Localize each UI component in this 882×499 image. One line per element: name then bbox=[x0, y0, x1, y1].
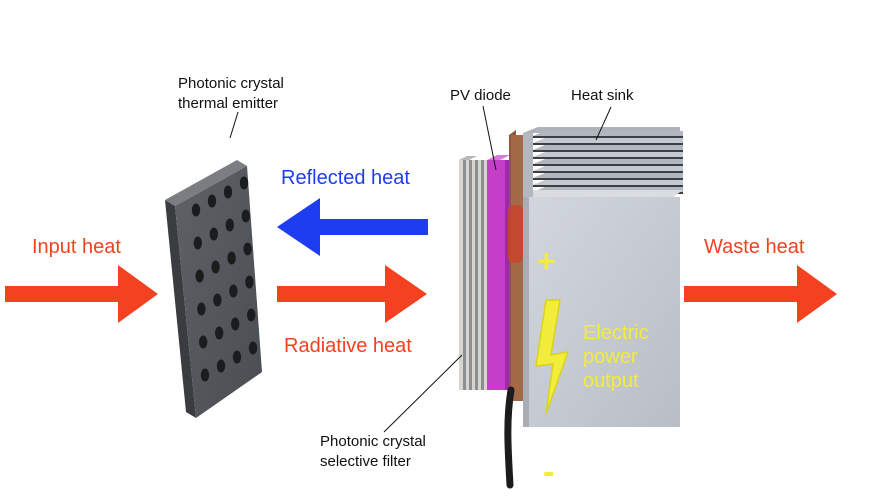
heat-sink-fin bbox=[533, 145, 683, 150]
emitter-hole bbox=[245, 275, 254, 289]
emitter-hole bbox=[193, 236, 202, 250]
emitter-hole bbox=[197, 302, 206, 316]
heat-sink-fins bbox=[533, 131, 683, 194]
emitter-hole bbox=[232, 350, 242, 364]
selective-filter bbox=[459, 156, 487, 390]
heat-sink-fin bbox=[533, 152, 683, 157]
radiative-heat-label: Radiative heat bbox=[284, 335, 412, 357]
emitter-hole bbox=[207, 194, 217, 208]
emitter-hole bbox=[195, 269, 204, 283]
emitter-hole bbox=[225, 218, 234, 232]
heat-sink-fin bbox=[533, 159, 683, 164]
emitter-label-line-1: Photonic crystal bbox=[178, 75, 284, 92]
emitter-hole bbox=[248, 341, 258, 355]
thermal-emitter bbox=[165, 160, 262, 418]
emitter-label-line-2: thermal emitter bbox=[178, 95, 279, 112]
leader-lines bbox=[229, 105, 612, 433]
emitter-holes bbox=[191, 176, 258, 382]
electric-output-label: Electric power output bbox=[583, 321, 649, 393]
heat-sink-fin-gap bbox=[533, 171, 683, 173]
filter-label-line-2: selective filter bbox=[320, 453, 411, 470]
heat-sink-fin-gap bbox=[533, 178, 683, 180]
heat-sink-fin-gap bbox=[533, 143, 683, 145]
heat-sink-fin bbox=[533, 138, 683, 143]
reflected-heat-label: Reflected heat bbox=[281, 167, 410, 189]
emitter-hole bbox=[209, 227, 218, 241]
filter-label-line-1: Photonic crystal bbox=[320, 433, 426, 450]
minus-sign-icon: - bbox=[543, 453, 555, 491]
heat-sink-fin-gap bbox=[533, 136, 683, 138]
negative-wire bbox=[504, 386, 515, 489]
electric-output-line-1: Electric bbox=[583, 322, 649, 344]
heat-sink-label: Heat sink bbox=[571, 87, 634, 104]
emitter-hole bbox=[216, 359, 226, 373]
electric-output-line-2: power bbox=[583, 346, 638, 368]
emitter-hole bbox=[227, 251, 236, 265]
emitter-hole bbox=[199, 335, 208, 349]
filter-label: Photonic crystal selective filter bbox=[320, 432, 426, 472]
emitter-hole bbox=[211, 260, 220, 274]
emitter-hole bbox=[241, 209, 250, 223]
plus-sign-icon: + bbox=[537, 243, 556, 279]
pv-diode-leader bbox=[482, 105, 497, 171]
emitter-hole bbox=[231, 317, 240, 331]
emitter-label: Photonic crystal thermal emitter bbox=[178, 74, 284, 114]
heat-sink-fin-gap bbox=[533, 157, 683, 159]
pv-diode-layer bbox=[487, 155, 510, 390]
pv-diode-label: PV diode bbox=[450, 87, 511, 104]
emitter-hole bbox=[215, 326, 224, 340]
emitter-hole bbox=[200, 368, 210, 382]
lightning-bolt-icon bbox=[535, 299, 570, 415]
emitter-hole bbox=[191, 203, 201, 217]
heat-sink-fin-gap bbox=[533, 185, 683, 187]
emitter-hole bbox=[247, 308, 256, 322]
emitter-hole bbox=[223, 185, 233, 199]
copper-contact bbox=[508, 130, 523, 402]
emitter-hole bbox=[229, 284, 238, 298]
radiative-heat-arrow bbox=[277, 265, 427, 323]
waste-heat-label: Waste heat bbox=[704, 236, 805, 258]
electric-output-line-3: output bbox=[583, 370, 639, 392]
heat-sink-fin bbox=[533, 173, 683, 178]
emitter-hole bbox=[243, 242, 252, 256]
heat-sink-fin bbox=[533, 166, 683, 171]
emitter-hole bbox=[239, 176, 249, 190]
reflected-heat-arrow bbox=[277, 198, 428, 256]
emitter-leader bbox=[229, 111, 239, 139]
heat-sink-fin-gap bbox=[533, 164, 683, 166]
heat-sink-fin-gap bbox=[533, 150, 683, 152]
heat-sink-fin bbox=[533, 180, 683, 185]
input-heat-arrow bbox=[5, 265, 158, 323]
waste-heat-arrow bbox=[684, 265, 837, 323]
filter-leader bbox=[383, 354, 463, 433]
input-heat-label: Input heat bbox=[32, 236, 121, 258]
emitter-hole bbox=[213, 293, 222, 307]
heat-sink-leader bbox=[595, 106, 612, 141]
heat-sink-fin bbox=[533, 131, 683, 136]
